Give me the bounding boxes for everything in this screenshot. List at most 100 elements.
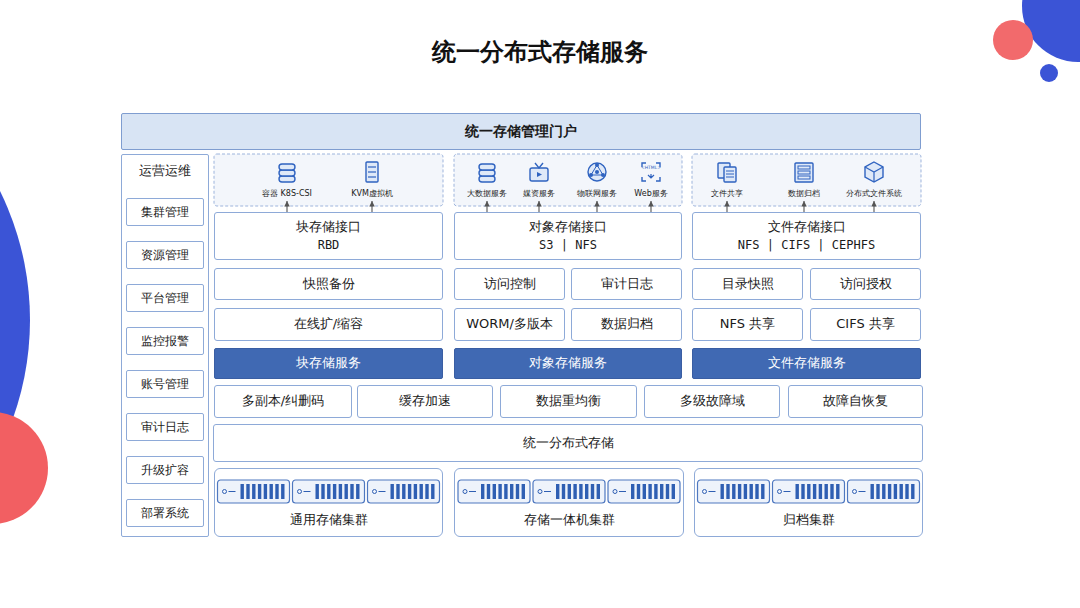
node-text: 多级故障域 [680,393,745,409]
node-text: 文件存储服务 [768,355,846,371]
db-icon [275,160,299,184]
box-box: 访问授权 [810,268,921,300]
node-text: 容器 K8S-CSI [262,189,312,199]
doc-icon [715,160,739,184]
iface-box: 对象存储接口 S3 | NFS [454,212,682,260]
node-text: 监控报警 [141,334,189,348]
node-text: 文件共享 [711,189,743,199]
node-text: 数据归档 [601,316,653,332]
node-text: 集群管理 [141,205,189,219]
iface-box: 块存储接口RBD [214,212,443,260]
box-box: 多级故障域 [644,385,780,418]
connector-arrow [596,201,597,212]
node-text: 大数据服务 [467,189,507,199]
node-text: 数据重均衡 [536,393,601,409]
node-text: S3 | NFS [539,238,597,253]
client-group [692,154,921,206]
server-rack [455,479,685,515]
side-box: 审计日志 [126,413,204,441]
node-text: CIFS 共享 [836,316,895,332]
client-group [454,154,682,206]
node-text: 升级扩容 [141,463,189,477]
dark-box: 块存储服务 [214,348,443,379]
icon-box: 媒资服务 [514,158,564,200]
cube-icon [862,160,886,184]
side-box: 平台管理 [126,284,204,312]
icon-box: 文件共享 [695,158,759,200]
decor-circle [0,412,48,524]
box-box: 访问控制 [454,268,565,300]
node-text: NFS 共享 [720,316,775,332]
icon-label: <HTML> [626,165,676,171]
cluster-box: 存储一体机集群 [454,468,684,537]
node-text: 统一存储管理门户 [465,123,577,141]
node-text: 缓存加速 [399,393,451,409]
connector-arrow [650,201,651,212]
node-text: Web服务 [634,189,667,199]
node-text: 分布式文件系统 [846,189,902,199]
box-box: 快照备份 [214,268,443,300]
diagram-title: 统一分布式存储服务 [0,36,1080,68]
connector-arrow [286,201,287,212]
node-text: 访问控制 [484,276,536,292]
icon-box: KVM虚拟机 [336,158,408,200]
box-box: CIFS 共享 [810,308,921,341]
connector-arrow [803,201,804,212]
connector-arrow [538,201,539,212]
node-text: 审计日志 [601,276,653,292]
server-icon [360,160,384,184]
tv-icon [527,160,551,184]
dark-box: 对象存储服务 [454,348,682,379]
cluster-box: 通用存储集群 [214,468,443,537]
node-text: RBD [318,238,340,253]
net-icon [585,160,609,184]
node-text: NFS | CIFS | CEPHFS [738,238,875,253]
node-text: 统一分布式存储 [523,435,614,451]
decor-circle [993,20,1033,60]
box-box: 在线扩/缩容 [214,308,443,341]
node-text: 故障自恢复 [823,393,888,409]
node-text: 多副本/纠删码 [242,393,324,409]
node-text: 媒资服务 [523,189,555,199]
node-text: 物联网服务 [577,189,617,199]
server-rack [215,479,444,515]
box-box: 审计日志 [571,268,682,300]
folder-icon [792,160,816,184]
box-box: 统一分布式存储 [213,424,923,462]
node-text: 目录快照 [722,276,774,292]
side-box: 监控报警 [126,327,204,355]
icon-box: 分布式文件系统 [835,158,913,200]
node-text: 对象存储服务 [529,355,607,371]
node-text: 访问授权 [840,276,892,292]
client-group [214,154,443,206]
box-box: 多副本/纠删码 [214,385,352,418]
icon-box: 物联网服务 [569,158,625,200]
node-text: 块存储服务 [296,355,361,371]
box-box: WORM/多版本 [454,308,565,341]
node-text: 审计日志 [141,420,189,434]
side-box: 升级扩容 [126,456,204,484]
node-text: 快照备份 [303,276,355,292]
icon-box: 容器 K8S-CSI [251,158,323,200]
decor-dot [1040,64,1058,82]
node-text: 文件存储接口 [768,219,846,235]
node-text: 平台管理 [141,291,189,305]
side-box: 资源管理 [126,241,204,269]
connector-arrow [371,201,372,212]
icon-box: Web服务 <HTML> [626,158,676,200]
band-box: 统一存储管理门户 [121,113,921,150]
side-box: 部署系统 [126,499,204,527]
node-text: 账号管理 [141,377,189,391]
server-rack [695,479,924,515]
box-box: 缓存加速 [357,385,493,418]
box-box: 目录快照 [692,268,803,300]
side-box: 集群管理 [126,198,204,226]
connector-arrow [726,201,727,212]
panel-box: 运营运维集群管理资源管理平台管理监控报警账号管理审计日志升级扩容部署系统 [121,154,209,537]
connector-arrow [486,201,487,212]
connector-arrow [873,201,874,212]
node-text: KVM虚拟机 [351,189,393,199]
box-box: 故障自恢复 [788,385,923,418]
node-text: 存储一体机集群 [524,512,615,528]
node-text: 对象存储接口 [529,219,607,235]
